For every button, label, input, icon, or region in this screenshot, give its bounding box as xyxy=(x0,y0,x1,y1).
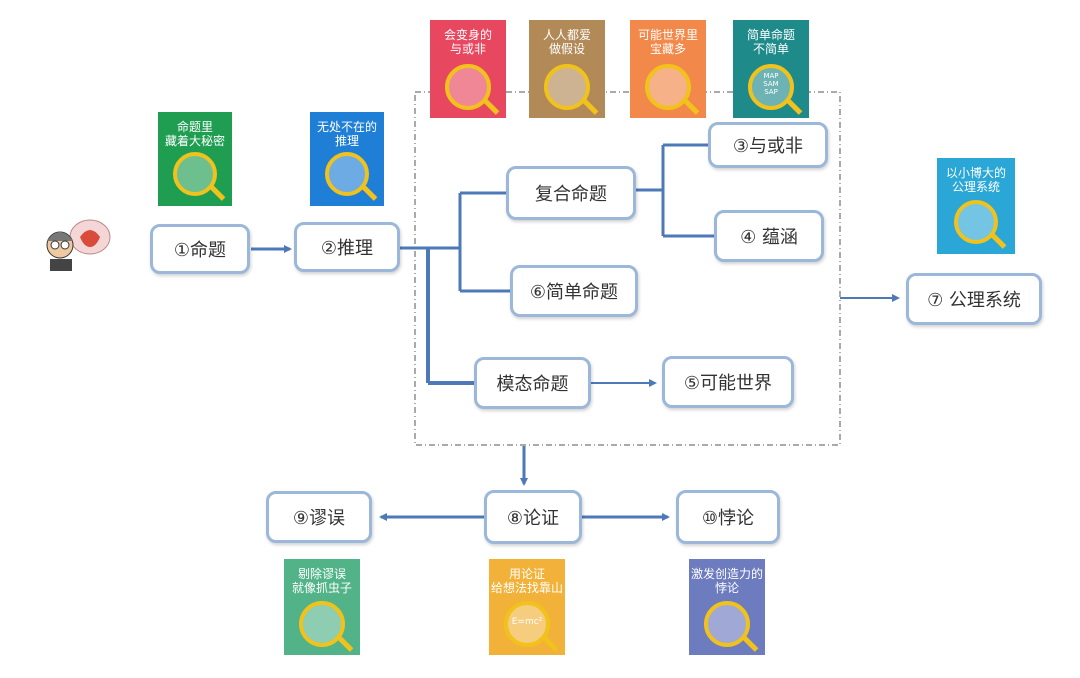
book-cover-reasoning: 无处不在的 推理 xyxy=(310,112,384,206)
cartoon-figure xyxy=(40,215,112,271)
node-compound-proposition[interactable]: 复合命题 xyxy=(506,166,636,220)
node-modal-proposition[interactable]: 模态命题 xyxy=(474,357,591,409)
magnifier-handle xyxy=(784,97,803,115)
book-title: 激发创造力的 悖论 xyxy=(690,567,763,595)
book-cover-fallacy: 剔除谬误 就像抓虫子 xyxy=(284,559,360,655)
book-cover-hypothesis: 人人都爱 做假设 xyxy=(529,20,605,118)
magnifier-handle xyxy=(740,634,759,652)
book-cover-paradox: 激发创造力的 悖论 xyxy=(689,559,765,655)
book-title: 用论证 给想法找靠山 xyxy=(490,567,563,595)
book-cover-argument: 用论证 给想法找靠山 E=mc² xyxy=(489,559,565,655)
node-fallacy[interactable]: ⑨谬误 xyxy=(266,491,372,543)
group-box xyxy=(414,91,841,446)
magnifier-icon xyxy=(504,601,550,647)
node-possible-worlds[interactable]: ⑤可能世界 xyxy=(662,356,794,408)
magnifier-handle xyxy=(681,97,700,115)
book-title: 会变身的 与或非 xyxy=(443,28,492,56)
node-argument[interactable]: ⑧论证 xyxy=(484,490,582,544)
book-cover-and-or-not: 会变身的 与或非 xyxy=(430,20,506,118)
node-paradox[interactable]: ⑩悖论 xyxy=(676,490,780,544)
book-title: 无处不在的 推理 xyxy=(316,120,377,148)
magnifier-handle xyxy=(207,183,226,201)
book-title: 以小博大的 公理系统 xyxy=(945,166,1006,194)
magnifier-handle xyxy=(335,634,354,652)
node-reasoning[interactable]: ②推理 xyxy=(294,222,400,272)
book-title: 人人都爱 做假设 xyxy=(542,28,591,56)
node-simple-proposition[interactable]: ⑥简单命题 xyxy=(510,265,638,317)
book-title: 简单命题 不简单 xyxy=(746,28,795,56)
book-cover-possible-worlds: 可能世界里 宝藏多 xyxy=(630,20,706,118)
book-inner-text: MAP SAM SAP xyxy=(763,72,779,96)
book-inner-text: E=mc² xyxy=(511,617,543,627)
magnifier-handle xyxy=(988,231,1007,249)
book-cover-simple-proposition: 简单命题 不简单 MAP SAM SAP xyxy=(733,20,809,118)
node-and-or-not[interactable]: ③与或非 xyxy=(708,122,828,168)
magnifier-handle xyxy=(481,97,500,115)
node-implication[interactable]: ④ 蕴涵 xyxy=(714,210,824,262)
book-cover-axiom-system: 以小博大的 公理系统 xyxy=(937,158,1015,254)
book-title: 可能世界里 宝藏多 xyxy=(637,28,698,56)
magnifier-handle xyxy=(359,183,378,201)
node-axiom-system[interactable]: ⑦ 公理系统 xyxy=(906,273,1042,325)
book-title: 剔除谬误 就像抓虫子 xyxy=(291,567,352,595)
node-proposition[interactable]: ①命题 xyxy=(150,224,250,274)
magnifier-handle xyxy=(540,634,559,652)
book-cover-proposition: 命题里 藏着大秘密 xyxy=(158,112,232,206)
book-title: 命题里 藏着大秘密 xyxy=(164,120,225,148)
magnifier-handle xyxy=(580,97,599,115)
